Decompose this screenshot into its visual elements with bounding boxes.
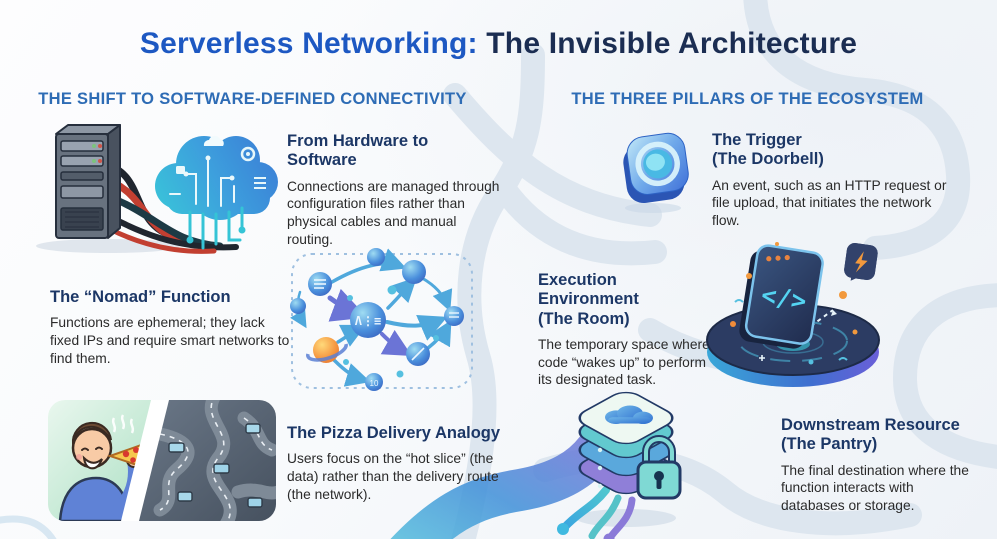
code-card: </> [739,244,824,349]
pizza-eater-and-delivery-roads-card [48,400,276,521]
lightning-bubble-icon [844,243,878,281]
svg-text:10: 10 [370,379,379,388]
pizza-analogy-item: The Pizza Delivery Analogy Users focus o… [287,424,501,503]
item-heading: The Pizza Delivery Analogy [287,424,501,442]
padlock-icon [636,435,682,500]
item-heading: The Trigger [712,131,802,149]
svg-text:Λ⋮≡: Λ⋮≡ [355,314,381,328]
nomad-function-item: The “Nomad” Function Functions are ephem… [50,288,292,367]
gear-icon [240,146,256,162]
server-cables-to-cloud-illustration [36,124,278,254]
downstream-resource-item: Downstream Resource (The Pantry) The fin… [781,416,973,515]
item-heading: From Hardware to Software [287,132,429,170]
hardware-to-software-item: From Hardware to Software Connections ar… [287,132,505,248]
data-cables [557,486,636,539]
sparks [730,242,858,365]
list-icon [254,177,266,189]
item-body: Functions are ephemeral; they lack fixed… [50,315,290,366]
server-tower [55,124,121,239]
item-subheading: (The Doorbell) [712,150,824,169]
item-heading: Downstream Resource [781,416,960,434]
item-body: The temporary space where code “wakes up… [538,336,710,388]
item-subheading: (The Room) [538,309,630,328]
delivery-trucks [168,423,263,508]
item-heading: Execution Environment [538,271,639,309]
page-title-rest: The Invisible Architecture [486,27,858,60]
page-title: Serverless Networking: The Invisible Arc… [0,27,997,61]
delivery-roads [136,400,276,521]
function-spheres: Λ⋮≡ 10 [290,248,464,391]
doorbell-button-icon [623,132,689,213]
item-heading: The “Nomad” Function [50,288,231,306]
mini-cloud-icon [203,135,224,146]
code-glyph: </> [759,280,808,316]
left-section-header: THE SHIFT TO SOFTWARE-DEFINED CONNECTIVI… [38,90,467,108]
item-body: An event, such as an HTTP request or fil… [712,177,947,228]
locked-database-stack-illustration [557,391,682,539]
execution-environment-item: Execution Environment (The Room) The tem… [538,271,720,389]
item-body: Connections are managed through configur… [287,178,500,247]
cloud-glyph [605,405,653,425]
page-title-accent: Serverless Networking: [139,27,478,60]
item-body: The final destination where the function… [781,462,969,513]
item-subheading: (The Pantry) [781,435,878,454]
code-card-on-platform-illustration: </> [706,242,880,387]
trigger-item: The Trigger (The Doorbell) An event, suc… [712,131,950,230]
cloud-circuit [155,135,278,250]
floating-function-spheres-illustration: Λ⋮≡ 10 [290,248,473,391]
item-body: Users focus on the “hot slice” (the data… [287,451,499,502]
right-section-header: THE THREE PILLARS OF THE ECOSYSTEM [571,90,924,108]
blue-data-road-ribbon [390,429,617,539]
